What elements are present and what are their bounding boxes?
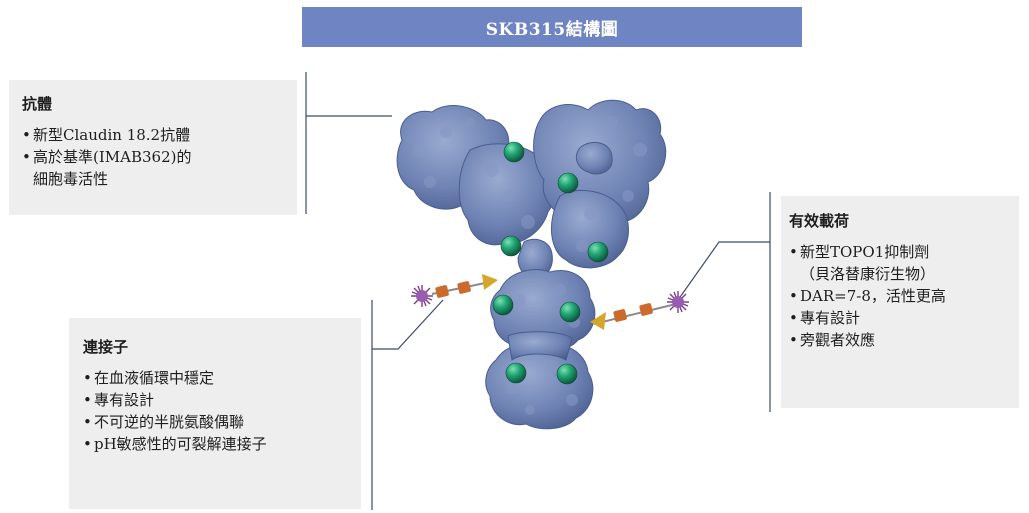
payload-sphere: [557, 172, 579, 194]
linker-cleavage-icon: [590, 312, 606, 330]
list-item-text: 在血液循環中穩定: [94, 369, 215, 387]
payload-sphere: [503, 141, 525, 163]
linker-info-box: 連接子 在血液循環中穩定 專有設計 不可逆的半胱氨酸偶聯 pH敏感性的可裂解連接…: [69, 318, 361, 509]
diagram-title: SKB315結構圖: [302, 7, 802, 47]
antibody-protein-surface: [396, 99, 667, 430]
drug-molecule-icon: [667, 291, 689, 313]
linker-cleavage-icon: [482, 274, 498, 290]
payload-sphere: [587, 241, 609, 263]
list-item-text: 新型Claudin 18.2抗體: [33, 126, 191, 144]
payload-callout-pointer: [677, 241, 770, 301]
linker-list: 在血液循環中穩定 專有設計 不可逆的半胱氨酸偶聯 pH敏感性的可裂解連接子: [83, 367, 349, 455]
list-item: 旁觀者效應: [789, 329, 1009, 351]
payload-info-box: 有效載荷 新型TOPO1抑制劑 （貝洛替康衍生物） DAR=7-8，活性更高 專有…: [781, 196, 1019, 408]
linker-segment-icon: [639, 303, 653, 316]
payload-sphere: [500, 235, 522, 257]
list-item-text: 旁觀者效應: [800, 331, 876, 349]
list-item-text: 專有設計: [800, 309, 861, 327]
list-item: 新型Claudin 18.2抗體: [22, 124, 285, 146]
antibody-heading: 抗體: [22, 95, 53, 113]
list-item-text: 專有設計: [94, 391, 155, 409]
right-linker-drug: [590, 291, 689, 330]
list-item: 專有設計: [789, 307, 1009, 329]
drug-molecule-icon: [411, 285, 433, 307]
list-item-text: 不可逆的半胱氨酸偶聯: [94, 413, 245, 431]
linker-callout-pointer: [372, 299, 444, 350]
list-item-text: 新型TOPO1抑制劑: [800, 243, 930, 261]
list-item: pH敏感性的可裂解連接子: [83, 433, 349, 455]
list-item: DAR=7-8，活性更高: [789, 285, 1009, 307]
payload-sphere: [505, 362, 527, 384]
linker-segment-icon: [435, 285, 449, 298]
payload-list: 新型TOPO1抑制劑 （貝洛替康衍生物） DAR=7-8，活性更高 專有設計 旁觀…: [789, 241, 1009, 351]
list-item-text-cont: 細胞毒活性: [33, 170, 109, 188]
linker-segment-icon: [613, 309, 627, 322]
linker-heading: 連接子: [83, 338, 129, 356]
callout-lines: [305, 72, 771, 510]
payload-sphere: [492, 294, 514, 316]
list-item-text: 高於基準(IMAB362)的: [33, 148, 192, 166]
list-item-text: DAR=7-8，活性更高: [800, 287, 946, 305]
payload-spheres: [492, 141, 609, 385]
list-item: 專有設計: [83, 389, 349, 411]
payload-sphere: [556, 363, 578, 385]
list-item: 不可逆的半胱氨酸偶聯: [83, 411, 349, 433]
payload-sphere: [559, 301, 581, 323]
list-item: 在血液循環中穩定: [83, 367, 349, 389]
left-linker-drug: [411, 274, 498, 307]
linker-segment-icon: [457, 281, 471, 294]
list-item-text-cont: （貝洛替康衍生物）: [800, 265, 936, 283]
payload-heading: 有效載荷: [789, 212, 850, 230]
list-item: 新型TOPO1抑制劑 （貝洛替康衍生物）: [789, 241, 1009, 285]
list-item-text: pH敏感性的可裂解連接子: [94, 435, 267, 453]
